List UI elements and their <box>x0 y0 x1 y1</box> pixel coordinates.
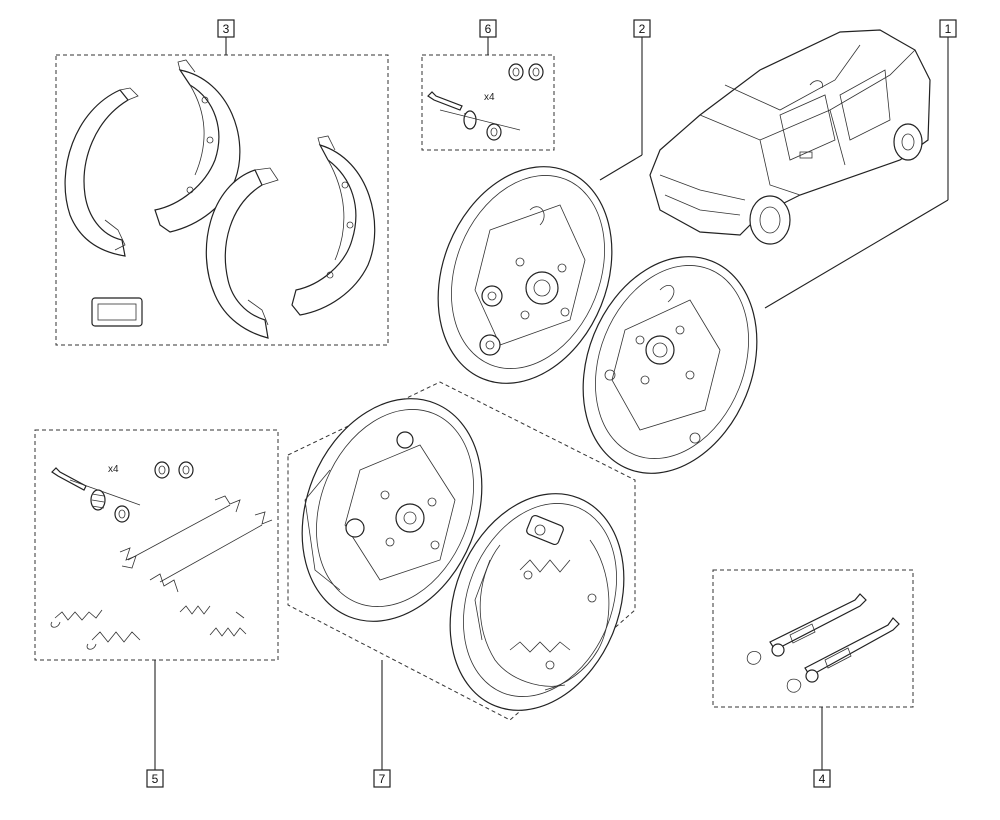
short-spring-2 <box>86 631 141 650</box>
callout-2-label: 2 <box>639 22 646 36</box>
adjuster-strut-2 <box>786 617 900 693</box>
shoe-lining-card <box>91 297 143 327</box>
callout-2-box[interactable] <box>633 19 651 38</box>
spring-cup-washer-5 <box>114 505 130 523</box>
quantity-label-kit5: x4 <box>108 464 119 475</box>
leader-1b <box>764 199 949 309</box>
callout-4-label: 4 <box>819 772 826 786</box>
spring-cup-washer <box>486 123 502 141</box>
callout-5-label: 5 <box>152 772 159 786</box>
group-5-outline <box>34 429 279 661</box>
drum-backing-plate <box>301 398 483 622</box>
callout-4-box[interactable] <box>813 769 831 788</box>
hold-down-pin-5 <box>51 467 87 491</box>
group-brake-shoes: 3 <box>55 19 389 346</box>
callout-7-box[interactable] <box>373 769 391 788</box>
callout-1-label: 1 <box>945 22 952 36</box>
short-spring-1 <box>50 609 103 628</box>
caps-5 <box>154 461 194 479</box>
hold-down-spring <box>463 110 477 130</box>
hold-down-pin <box>427 91 463 111</box>
short-spring-4 <box>209 611 247 637</box>
kit5-divider <box>69 479 141 506</box>
car-illustration <box>649 29 931 245</box>
short-spring-3 <box>179 605 211 615</box>
callout-1-box[interactable] <box>939 19 957 38</box>
wheel-cylinder-caps <box>508 63 544 81</box>
group-adjuster-struts: 4 <box>712 569 914 788</box>
drum-brake-complete <box>449 493 625 711</box>
kit6-divider <box>439 109 521 131</box>
rear-backing-plate <box>582 256 758 474</box>
group-hardware-kit-small: 6 x4 <box>421 19 555 151</box>
callout-3-box[interactable] <box>217 19 235 38</box>
return-spring-long-2 <box>149 511 273 593</box>
brake-shoe-2 <box>154 59 241 233</box>
leader-2b <box>599 154 643 181</box>
group-7-outline <box>287 381 636 721</box>
group-spring-kit: 5 x4 <box>34 429 279 788</box>
callout-6-label: 6 <box>485 22 492 36</box>
group-4-outline <box>712 569 914 708</box>
adjuster-strut-1 <box>746 593 867 665</box>
callout-3-label: 3 <box>223 22 230 36</box>
return-spring-long-1 <box>119 495 241 569</box>
brake-shoe-1 <box>64 87 139 257</box>
callout-5-box[interactable] <box>146 769 164 788</box>
group-3-outline <box>55 54 389 346</box>
vehicle-assembly: 1 <box>582 19 957 474</box>
backing-plate <box>437 166 613 384</box>
backing-plate-assembly: 2 <box>437 19 651 384</box>
brake-shoe-4 <box>291 135 376 316</box>
callout-7-label: 7 <box>379 772 386 786</box>
brake-shoe-3 <box>205 167 279 339</box>
callout-6-box[interactable] <box>479 19 497 38</box>
hold-down-spring-5 <box>90 489 106 511</box>
quantity-label-kit6: x4 <box>484 92 495 103</box>
group-drum-brake-assembly: 7 <box>287 381 636 788</box>
